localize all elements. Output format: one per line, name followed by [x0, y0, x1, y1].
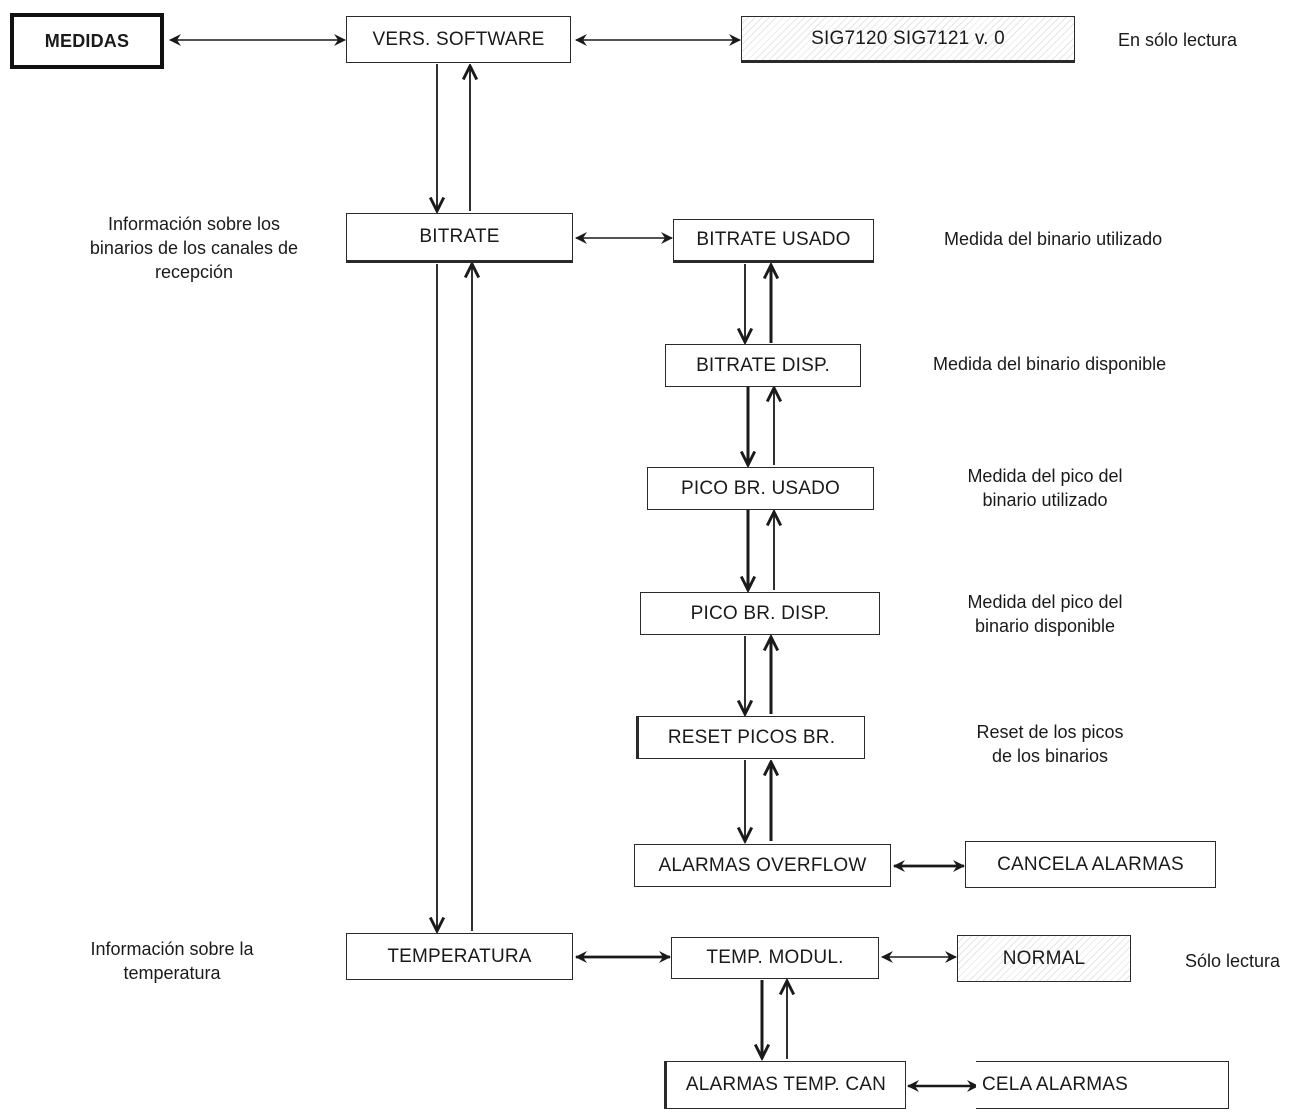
pico-br-usado-box[interactable]: PICO BR. USADO	[647, 467, 874, 510]
bitrate-box[interactable]: BITRATE	[346, 213, 573, 263]
note-line: binario disponible	[974, 616, 1116, 636]
cancela-alarmas-box[interactable]: CANCELA ALARMAS	[965, 841, 1216, 888]
alarmas-temp-box[interactable]: ALARMAS TEMP. CAN	[664, 1061, 906, 1109]
note-line: Información sobre la	[90, 939, 254, 959]
temperatura-box[interactable]: TEMPERATURA	[346, 933, 573, 980]
note-medida-pico-utilizado: Medida del pico del binario utilizado	[945, 464, 1145, 512]
note-line: Reset de los picos	[976, 722, 1124, 742]
bitrate-usado-box[interactable]: BITRATE USADO	[673, 219, 874, 263]
pico-br-disp-box[interactable]: PICO BR. DISP.	[640, 592, 880, 635]
note-info-binarios: Información sobre los binarios de los ca…	[74, 212, 314, 284]
note-medida-binario-utilizado: Medida del binario utilizado	[944, 229, 1163, 249]
bitrate-disp-box[interactable]: BITRATE DISP.	[665, 344, 861, 387]
reset-picos-br-box[interactable]: RESET PICOS BR.	[636, 716, 865, 759]
normal-box: NORMAL	[957, 935, 1131, 982]
note-line: temperatura	[123, 963, 221, 983]
note-solo-lectura-1: En sólo lectura	[1118, 30, 1238, 50]
medidas-box[interactable]: MEDIDAS	[10, 13, 164, 69]
note-solo-lectura-2: Sólo lectura	[1185, 951, 1281, 971]
note-reset-picos: Reset de los picos de los binarios	[955, 720, 1145, 768]
note-line: recepción	[154, 262, 234, 282]
note-info-temperatura: Información sobre la temperatura	[72, 937, 272, 985]
note-line: Medida del pico del	[967, 592, 1123, 612]
alarmas-overflow-box[interactable]: ALARMAS OVERFLOW	[634, 844, 891, 887]
note-line: Medida del pico del	[967, 466, 1123, 486]
temp-modul-box[interactable]: TEMP. MODUL.	[671, 937, 879, 979]
note-line: binarios de los canales de	[89, 238, 299, 258]
vers-software-box[interactable]: VERS. SOFTWARE	[346, 16, 571, 63]
note-line: binario utilizado	[982, 490, 1108, 510]
version-value-box: SIG7120 SIG7121 v. 0	[741, 16, 1075, 63]
note-line: de los binarios	[991, 746, 1109, 766]
cancela-alarmas-temp-box[interactable]: CELA ALARMAS	[976, 1061, 1229, 1109]
note-medida-binario-disponible: Medida del binario disponible	[933, 354, 1167, 374]
note-medida-pico-disponible: Medida del pico del binario disponible	[945, 590, 1145, 638]
note-line: Información sobre los	[107, 214, 281, 234]
